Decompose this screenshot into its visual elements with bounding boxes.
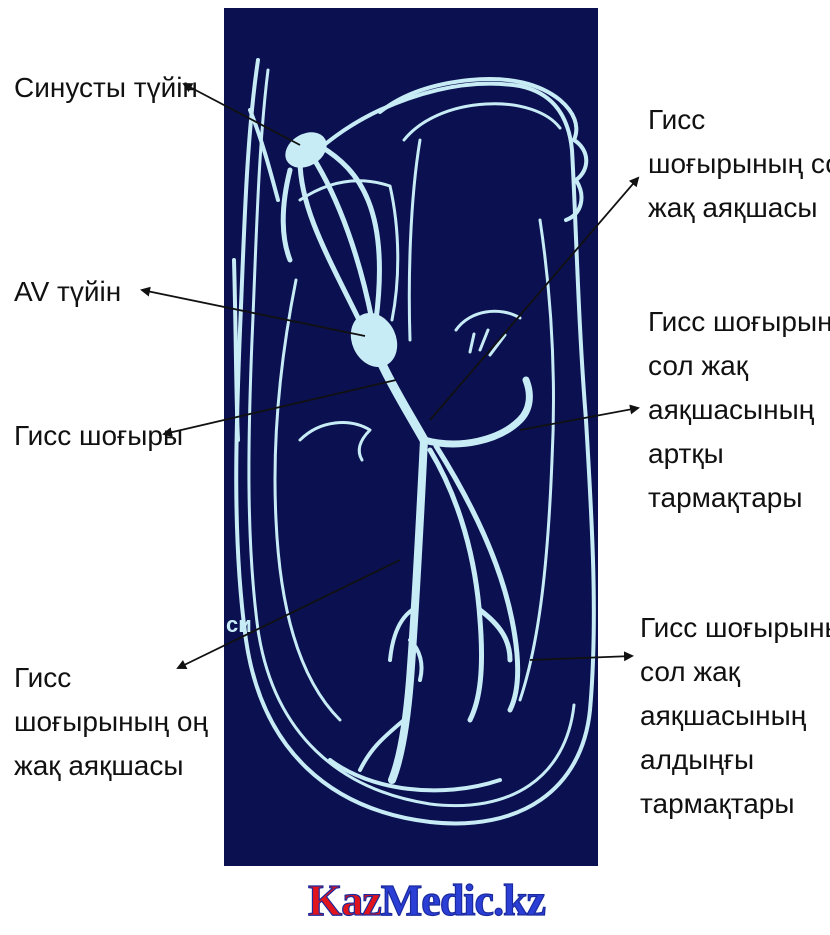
label-line: Гисс шоғырының <box>640 606 830 650</box>
logo-part-kaz: Kaz <box>308 876 381 925</box>
label-line: Гисс шоғыры <box>14 414 183 458</box>
kazmedic-logo: KazMedic.kz <box>308 876 545 926</box>
label-his-bundle: Гисс шоғыры <box>14 414 183 458</box>
label-line: сол жақ <box>648 344 830 388</box>
label-line: сол жақ <box>640 650 830 694</box>
label-line: алдыңғы <box>640 738 830 782</box>
label-line: Гисс <box>648 98 830 142</box>
label-line: тармақтары <box>640 782 830 826</box>
label-sinus-node: Синусты түйін <box>14 66 198 110</box>
logo-part-kz: .kz <box>493 876 545 925</box>
label-line: шоғырының сол <box>648 142 830 186</box>
logo-part-medic: Medic <box>381 876 493 925</box>
label-av-node: AV түйін <box>14 270 121 314</box>
panel-text-fragment: си <box>226 612 252 637</box>
label-left-branch: Гисс шоғырының сол жақ аяқшасы <box>648 98 830 230</box>
label-line: аяқшасының <box>648 388 830 432</box>
label-left-anterior: Гисс шоғырының сол жақ аяқшасының алдыңғ… <box>640 606 830 826</box>
label-line: тармақтары <box>648 476 830 520</box>
label-line: AV түйін <box>14 270 121 314</box>
label-line: Синусты түйін <box>14 66 198 110</box>
label-line: Гисс шоғырының <box>648 300 830 344</box>
label-line: аяқшасының <box>640 694 830 738</box>
label-left-posterior: Гисс шоғырының сол жақ аяқшасының артқы … <box>648 300 830 520</box>
label-line: артқы <box>648 432 830 476</box>
label-line: жақ аяқшасы <box>648 186 830 230</box>
label-line: Гисс <box>14 656 208 700</box>
label-line: шоғырының оң <box>14 700 208 744</box>
label-right-branch: Гисс шоғырының оң жақ аяқшасы <box>14 656 208 788</box>
label-line: жақ аяқшасы <box>14 744 208 788</box>
